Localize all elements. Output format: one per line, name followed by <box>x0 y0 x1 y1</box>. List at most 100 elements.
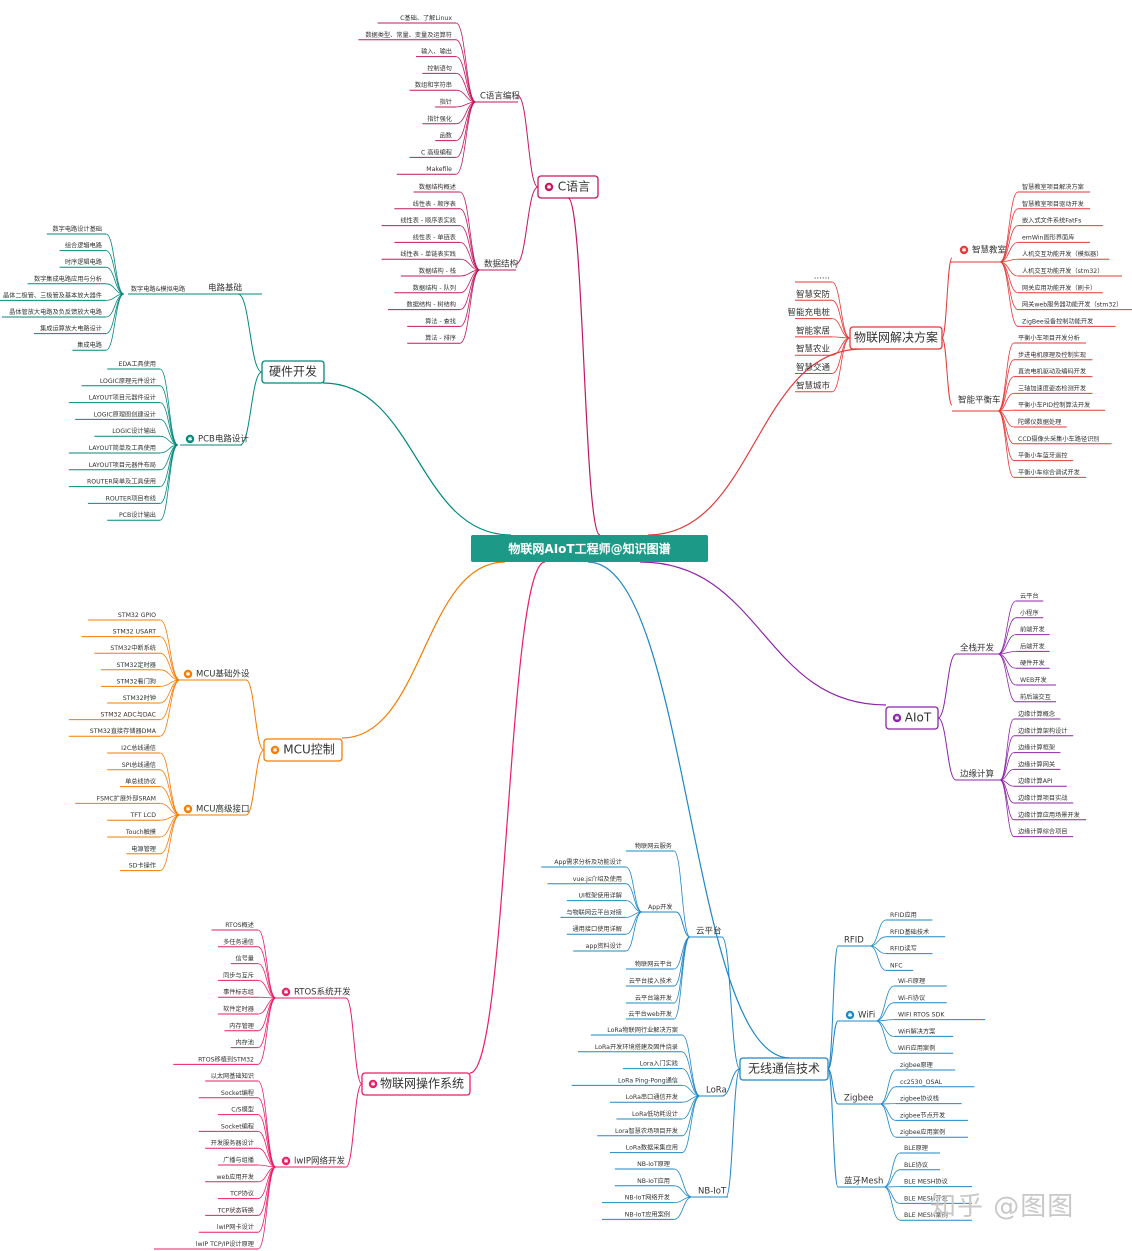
leaf-label: 电源管理 <box>131 845 156 853</box>
sub-label: RTOS系统开发 <box>294 987 351 998</box>
leaf-label: web应用开发 <box>216 1173 254 1181</box>
leaf-label: 开发服务器设计 <box>211 1139 254 1147</box>
leaf-label: NB-IoT网络开发 <box>625 1194 670 1202</box>
solution-label: 智慧交通 <box>796 362 831 373</box>
leaf-link <box>159 402 179 446</box>
leaf-label: SPI总线通信 <box>122 761 156 769</box>
sub-label: 智能平衡车 <box>958 395 1001 406</box>
leaf-link <box>673 936 691 970</box>
leaf-label: 广播与组播 <box>223 1156 255 1164</box>
leaf-link <box>999 735 1015 781</box>
leaf-link <box>997 359 1015 412</box>
leaf-link <box>459 269 481 327</box>
leaf-label: C/S模型 <box>231 1106 254 1114</box>
star-glyph: ✱ <box>283 1158 288 1165</box>
leaf-link <box>159 368 179 446</box>
leaf-label: 云平台接入技术 <box>629 977 672 985</box>
star-glyph: ✱ <box>847 1012 852 1019</box>
leaf-link <box>257 1166 277 1250</box>
leaf-label: STM32直接存储器DMA <box>90 727 157 735</box>
leaf-label: LoRa串口通信开发 <box>626 1093 678 1101</box>
leaf-link <box>625 866 643 913</box>
leaf-link <box>455 56 477 103</box>
leaf-label: I2C总线通信 <box>121 744 156 752</box>
leaf-label: emWin图形界面库 <box>1022 233 1074 241</box>
leaf-label: RFID应用 <box>890 911 917 919</box>
leaf-label: TCP状态转换 <box>217 1206 254 1214</box>
leaf-link <box>999 261 1019 327</box>
leaf-link <box>999 225 1019 263</box>
branch-label-os: 物联网操作系统 <box>380 1076 464 1091</box>
leaf-label: TFT LCD <box>129 812 156 819</box>
leaf-link <box>875 1020 895 1037</box>
leaf-label: 线性表 - 单链表实践 <box>400 250 456 258</box>
sub-star-icon <box>185 434 195 444</box>
leaf-link <box>997 410 1015 478</box>
leaf-link <box>883 1186 901 1204</box>
leaf-link <box>869 936 887 947</box>
leaf-link <box>831 337 851 374</box>
leaf-link <box>455 22 477 103</box>
branch-link-hw <box>322 382 512 536</box>
sub-label: 蓝牙Mesh <box>844 1176 883 1187</box>
leaf-link <box>997 634 1017 655</box>
leaf-link <box>883 1186 901 1221</box>
leaf-label: 时序逻辑电路 <box>65 258 103 266</box>
leaf-label: 数字集成电路应用与分析 <box>34 275 102 283</box>
leaf-link <box>681 1095 701 1153</box>
leaf-label: 平衡小车项目开发分析 <box>1018 334 1080 342</box>
leaf-link <box>159 803 181 816</box>
leaf-link <box>105 266 125 295</box>
leaf-link <box>997 617 1017 655</box>
leaf-label: 集成电路 <box>77 341 103 349</box>
star-glyph: ✱ <box>894 715 899 722</box>
leaf-label: 单总线协议 <box>125 778 157 786</box>
leaf-label: lwIP TCP/IP设计原理 <box>196 1240 254 1248</box>
leaf-label: 多任务通信 <box>223 938 254 946</box>
leaf-label: app资料设计 <box>586 942 622 950</box>
leaf-label: 通用接口使用详解 <box>573 925 623 933</box>
branch-link-wireless <box>587 561 791 1059</box>
leaf-label: 云平台web开发 <box>628 1010 672 1018</box>
sub-label: 边缘计算 <box>960 769 995 780</box>
leaf-link <box>625 883 643 913</box>
sub-star-icon <box>281 1156 291 1166</box>
branch-link-os <box>469 561 546 1074</box>
sub-link <box>517 95 539 188</box>
leaf-label: 陀螺仪数据处理 <box>1018 418 1061 426</box>
leaf-link <box>257 1166 277 1199</box>
leaf-link <box>681 1085 701 1097</box>
leaf-label: PCB设计输出 <box>119 511 156 519</box>
sub-label: 智慧教室 <box>972 245 1007 256</box>
watermark: 知乎 @图图 <box>930 1186 1074 1223</box>
leaf-label: STM32时钟 <box>123 694 156 702</box>
leaf-link <box>997 376 1015 412</box>
leaf-link <box>673 936 691 1004</box>
branch-link-aiot <box>639 561 887 706</box>
leaf-label: 组合逻辑电路 <box>65 242 103 250</box>
leaf-link <box>997 600 1017 655</box>
leaf-link <box>257 963 277 999</box>
star-glyph: ✱ <box>187 436 192 443</box>
leaf-link <box>455 101 477 141</box>
leaf-link <box>879 1086 897 1105</box>
leaf-label: 边缘计算综合项目 <box>1018 828 1068 836</box>
leaf-link <box>883 1169 901 1188</box>
leaf-label: 三轴加速度姿态检测开发 <box>1018 384 1086 392</box>
sub-label: 云平台 <box>696 926 722 937</box>
leaf-link <box>257 980 277 999</box>
leaf-label: 以太网基础知识 <box>211 1072 254 1080</box>
leaf-label: 云平台 <box>1020 592 1039 600</box>
leaf-label: 信号量 <box>235 955 254 963</box>
leaf-label: NFC <box>890 962 903 969</box>
leaf-link <box>455 39 477 103</box>
leaf-label: zigbee原理 <box>900 1062 933 1069</box>
sub-link <box>345 997 363 1085</box>
leaf-label: LoRa低功耗设计 <box>632 1110 678 1118</box>
sub-link <box>827 945 839 1070</box>
leaf-link <box>159 636 181 681</box>
leaf-link <box>459 269 481 344</box>
leaf-link <box>673 936 691 1020</box>
